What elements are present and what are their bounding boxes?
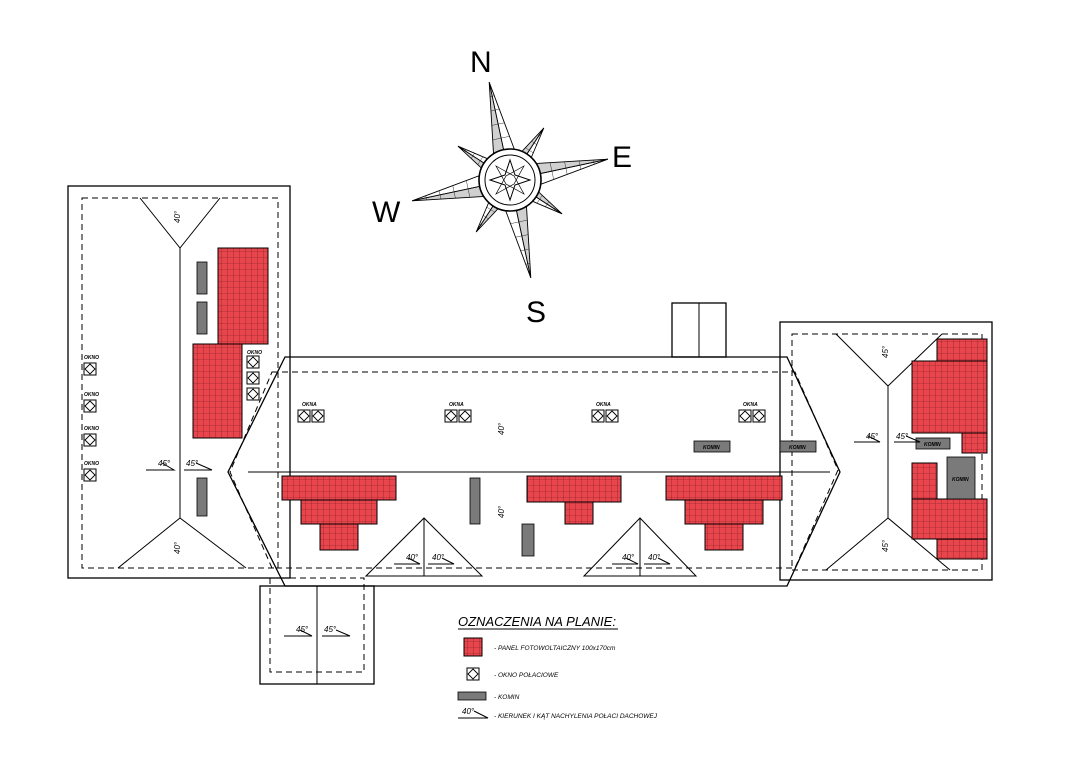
skylight	[247, 388, 259, 400]
legend-item-panel: - PANEL FOTOWOLTAICZNY 100x170cm	[494, 645, 616, 652]
pv-array-right-mid	[912, 361, 987, 433]
legend: OZNACZENIA NA PLANIE: - PANEL FOTOWOLTAI…	[458, 614, 658, 720]
skylight	[739, 410, 751, 422]
legend-title: OZNACZENIA NA PLANIE:	[458, 614, 616, 629]
skylight-label: OKNA	[596, 402, 611, 408]
skylight-label: OKNO	[247, 350, 262, 356]
slope-label-40: 40°	[648, 553, 661, 562]
pv-array-left-top	[218, 248, 268, 344]
skylight	[84, 400, 96, 412]
skylight-label: OKNO	[84, 355, 99, 361]
skylight	[247, 372, 259, 384]
chimney-left-3	[197, 478, 207, 516]
chimney-main-2	[522, 524, 534, 556]
chimney-left-1	[197, 262, 207, 294]
skylight	[445, 410, 457, 422]
skylight-label: OKNA	[302, 402, 317, 408]
compass-west-label: W	[372, 196, 401, 229]
skylight	[298, 410, 310, 422]
skylight	[753, 410, 765, 422]
pv-array-main-3-mid	[685, 500, 763, 524]
pv-array-main-2-bottom	[565, 502, 593, 524]
skylight	[459, 410, 471, 422]
skylight	[84, 363, 96, 375]
compass-east-label: E	[612, 141, 632, 174]
slope-label-40: 40°	[622, 553, 635, 562]
chimney-left-2	[197, 302, 207, 334]
slope-label-40: 40°	[173, 210, 182, 223]
entrance-annex	[260, 578, 374, 684]
pv-array-right-low-b	[912, 499, 987, 539]
skylight	[247, 356, 259, 368]
slope-label-45: 45°	[296, 625, 309, 634]
skylight-label: OKNO	[84, 426, 99, 432]
chimney-main-1	[470, 478, 480, 524]
pv-array-main-3-top	[666, 476, 782, 500]
pv-array-main-1-bottom	[320, 524, 358, 550]
skylight	[592, 410, 604, 422]
compass-north-label: N	[470, 46, 492, 79]
slope-label-40: 40°	[432, 553, 445, 562]
chimney-label: KOMIN	[789, 445, 806, 451]
pv-array-main-1-mid	[301, 500, 377, 524]
pv-array-main-2-top	[527, 476, 621, 502]
slope-label-40: 40°	[497, 422, 506, 435]
slope-label-45: 45°	[881, 345, 890, 358]
pv-array-main-1-top	[282, 476, 396, 500]
pv-array-main-3-bottom	[705, 524, 743, 550]
skylight	[84, 469, 96, 481]
legend-item-slope: - KIERUNEK I KĄT NACHYLENIA POŁACI DACHO…	[494, 713, 658, 720]
pv-array-right-low-a	[912, 463, 937, 499]
legend-slope-swatch: 40°	[462, 707, 475, 716]
slope-label-40: 40°	[497, 505, 506, 518]
chimney-label: KOMIN	[703, 445, 720, 451]
skylight	[84, 434, 96, 446]
skylight-label: OKNO	[84, 461, 99, 467]
slope-label-45: 45°	[881, 539, 890, 552]
chimney-label: KOMIN	[924, 442, 941, 448]
slope-label-45: 45°	[324, 625, 337, 634]
skylight	[312, 410, 324, 422]
legend-skylight-swatch	[467, 668, 479, 680]
skylight-label: OKNO	[84, 392, 99, 398]
compass-rose: N E S W	[372, 46, 632, 329]
compass-south-label: S	[526, 296, 546, 329]
skylight-label: OKNA	[449, 402, 464, 408]
pv-array-right-tail	[962, 433, 987, 453]
skylight	[606, 410, 618, 422]
legend-chimney-swatch	[458, 692, 486, 700]
pv-array-right-top	[937, 339, 987, 361]
legend-item-skylight: - OKNO POŁACIOWE	[494, 672, 559, 679]
legend-item-chimney: - KOMIN	[494, 694, 520, 701]
legend-panel-swatch	[464, 638, 482, 656]
slope-label-40: 40°	[173, 541, 182, 554]
skylight-tags: OKNO OKNO OKNO OKNO OKNO OKNA OKNA OKNA …	[84, 350, 758, 467]
skylight-label: OKNA	[743, 402, 758, 408]
pv-array-right-low-c	[937, 539, 987, 559]
pv-array-left-mid	[193, 344, 242, 438]
chimney-label: KOMIN	[952, 477, 969, 483]
